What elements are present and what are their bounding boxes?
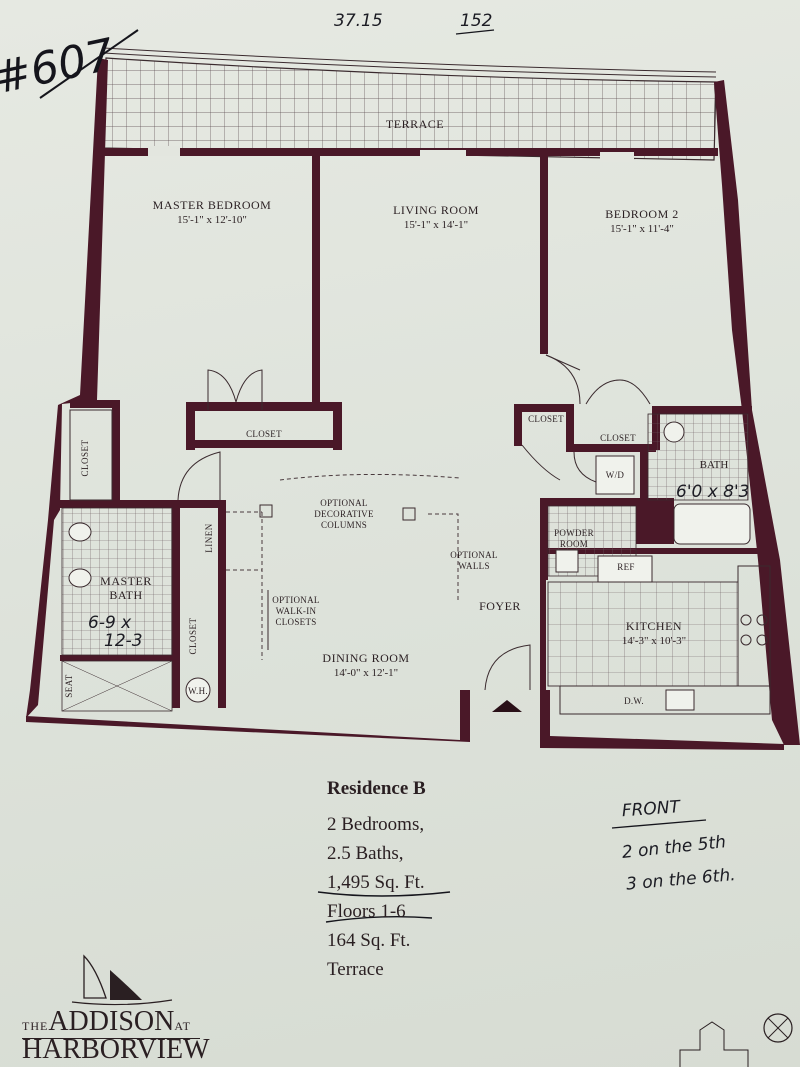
optional-walls-label-1: OPTIONAL bbox=[450, 550, 497, 560]
optional-columns-label-1: OPTIONAL bbox=[320, 498, 367, 508]
closet-label-left: CLOSET bbox=[80, 439, 90, 476]
dining-room-dims: 14'-0" x 12'-1" bbox=[334, 667, 398, 679]
master-bedroom-label: MASTER BEDROOM bbox=[153, 198, 272, 212]
closet-label-wh: CLOSET bbox=[188, 617, 198, 654]
wd-label: W/D bbox=[606, 470, 625, 480]
linen-label: LINEN bbox=[204, 523, 214, 553]
closet-left bbox=[69, 409, 113, 501]
logo-addison: ADDISON bbox=[48, 1006, 175, 1037]
bedroom2-label: BEDROOM 2 bbox=[605, 207, 679, 221]
terrace-word-text: Terrace bbox=[327, 959, 384, 980]
bath-label: BATH bbox=[700, 459, 729, 471]
residence-info: Residence B 2 Bedrooms, 2.5 Baths, 1,495… bbox=[327, 778, 587, 984]
kitchen-dims: 14'-3" x 10'-3" bbox=[622, 635, 686, 647]
exterior-walls bbox=[26, 58, 800, 750]
master-sink-2 bbox=[68, 568, 92, 588]
compass-line-2 bbox=[767, 1017, 789, 1039]
wh-label: W.H. bbox=[188, 686, 208, 696]
addison-logo: THEADDISONAT HARBORVIEW bbox=[22, 948, 222, 1065]
compass-icon bbox=[763, 1013, 793, 1043]
column-right bbox=[402, 507, 416, 521]
foyer-label: FOYER bbox=[479, 599, 521, 613]
master-bath-label-2: BATH bbox=[109, 588, 142, 602]
bedrooms-text: 2 Bedrooms, bbox=[327, 814, 425, 835]
closet-label-bed2a: CLOSET bbox=[528, 414, 564, 424]
dw-label: D.W. bbox=[624, 696, 644, 706]
handwritten-underline-sqft bbox=[317, 891, 451, 897]
master-shower bbox=[61, 660, 173, 712]
interior-walls bbox=[60, 150, 774, 708]
logo-the: THE bbox=[22, 1019, 49, 1033]
optional-columns-label-3: COLUMNS bbox=[321, 520, 367, 530]
logo-line-1: THEADDISONAT bbox=[22, 1006, 191, 1038]
living-room-label: LIVING ROOM bbox=[393, 203, 479, 217]
optional-closets-label-2: WALK-IN bbox=[276, 606, 317, 616]
optional-walls bbox=[226, 473, 461, 660]
shower-line-2 bbox=[61, 660, 173, 712]
sailboat-icon bbox=[71, 954, 173, 1006]
logo-at: AT bbox=[174, 1019, 191, 1033]
handwritten-underline-floors bbox=[325, 915, 433, 923]
baths-text: 2.5 Baths, bbox=[327, 843, 404, 864]
handwritten-front-note-1: FRONT bbox=[621, 797, 682, 821]
sqft-text: 1,495 Sq. Ft. bbox=[327, 872, 425, 893]
door-swings bbox=[177, 354, 651, 691]
bedroom2-dims: 15'-1" x 11'-4" bbox=[610, 223, 674, 235]
optional-closets-label-3: CLOSETS bbox=[275, 617, 316, 627]
column-left bbox=[259, 504, 273, 518]
seat-label: SEAT bbox=[64, 674, 74, 698]
kitchen-label: KITCHEN bbox=[626, 619, 682, 633]
handwritten-stroke bbox=[39, 29, 139, 99]
handwritten-top-note-2: 152 bbox=[460, 11, 492, 31]
living-room-dims: 15'-1" x 14'-1" bbox=[404, 219, 468, 231]
kitchen-area bbox=[547, 555, 771, 715]
handwritten-master-bath-dims-2: 12-3 bbox=[104, 631, 143, 651]
terrace-label: TERRACE bbox=[386, 117, 444, 131]
master-sink-1 bbox=[68, 522, 92, 542]
handwritten-bath-dims: 6'0 x 8'3 bbox=[676, 482, 749, 502]
water-heater bbox=[185, 677, 211, 703]
handwritten-underline-top bbox=[455, 29, 495, 35]
handwritten-underline-front bbox=[611, 819, 707, 829]
residence-title: Residence B bbox=[327, 778, 426, 799]
powder-room-label-1: POWDER bbox=[554, 528, 594, 538]
master-bath-label-1: MASTER bbox=[100, 574, 152, 588]
handwritten-top-note-1: 37.15 bbox=[334, 11, 383, 31]
handwritten-front-note-3: 3 on the 6th. bbox=[625, 865, 736, 894]
dining-room-label: DINING ROOM bbox=[322, 651, 409, 665]
bath-sink bbox=[663, 421, 685, 443]
powder-room-label-2: ROOM bbox=[560, 539, 588, 549]
terrace-sqft-text: 164 Sq. Ft. bbox=[327, 930, 411, 951]
closet-label-master: CLOSET bbox=[246, 429, 282, 439]
washer-dryer bbox=[595, 455, 635, 495]
handwritten-front-note-2: 2 on the 5th bbox=[621, 832, 727, 863]
ref-label: REF bbox=[617, 562, 634, 572]
optional-closets-label-1: OPTIONAL bbox=[272, 595, 319, 605]
bathtub bbox=[673, 503, 751, 545]
skyline-icon bbox=[679, 1021, 749, 1067]
powder-sink bbox=[555, 549, 579, 573]
logo-rule bbox=[22, 1038, 200, 1039]
entry-arrow bbox=[492, 700, 522, 712]
optional-columns-label-2: DECORATIVE bbox=[314, 509, 374, 519]
master-bedroom-dims: 15'-1" x 12'-10" bbox=[177, 214, 247, 226]
terrace-area bbox=[101, 47, 717, 161]
optional-walls-label-2: WALLS bbox=[458, 561, 490, 571]
floors-text: Floors 1-6 bbox=[327, 901, 406, 922]
handwritten-master-bath-dims-1: 6-9 x bbox=[88, 613, 132, 633]
closet-label-bed2b: CLOSET bbox=[600, 433, 636, 443]
logo-harborview: HARBORVIEW bbox=[22, 1034, 210, 1065]
